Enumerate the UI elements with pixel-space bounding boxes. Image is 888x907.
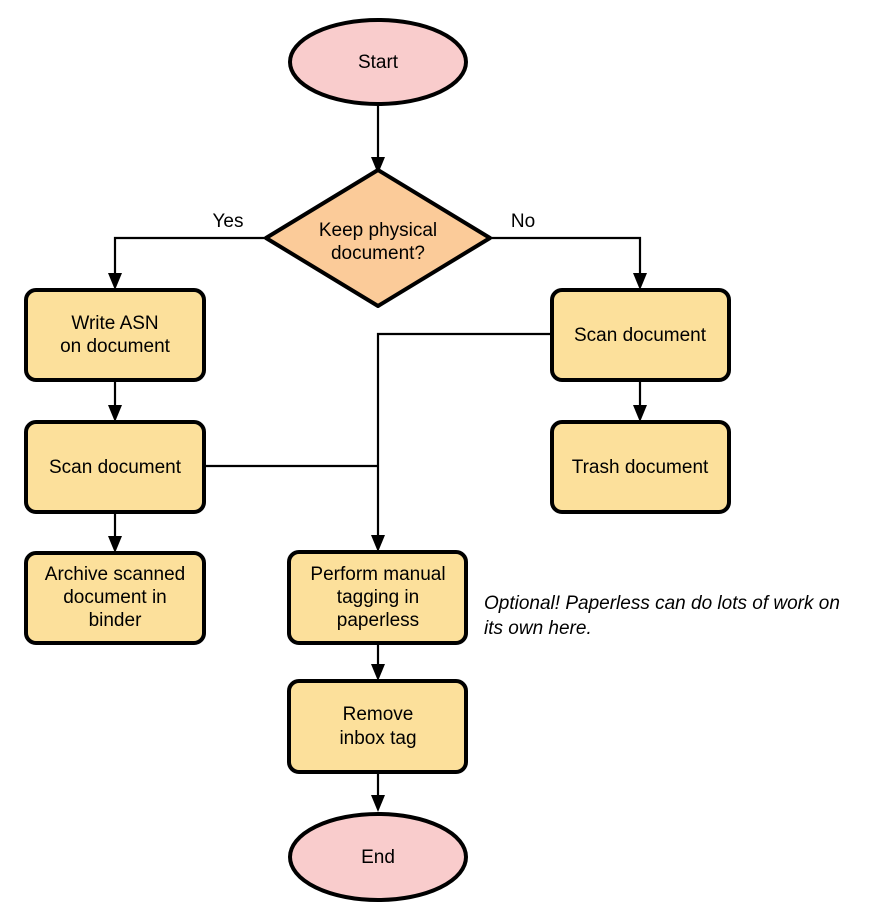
edge-scan-right-to-tagging [371,332,552,552]
trash-document-box [550,420,731,514]
edge-scan-left-to-archive [108,512,122,553]
trash-document-label: Trash document [572,457,709,478]
scan-document-left-label: Scan document [49,457,182,478]
archive-label-line2: document in [63,587,167,608]
write-asn-label-line1: Write ASN [71,313,158,334]
scan-document-left-box [24,420,206,514]
node-write-asn[interactable]: Write ASN on document [24,288,206,382]
write-asn-label-line2: on document [60,336,171,357]
arrowhead-remove-end [371,795,385,812]
decision-label-line1: Keep physical [319,220,437,241]
tagging-label-line3: paperless [337,610,419,631]
edge-decision-yes-to-write-asn [108,236,266,290]
decision-diamond [264,168,492,308]
arrowhead-start-decision [371,157,385,174]
archive-box [24,551,206,645]
archive-label-line3: binder [89,610,142,631]
node-perform-manual-tagging[interactable]: Perform manual tagging in paperless [287,550,468,645]
edge-line-scanright-tagging [376,332,552,541]
arrowhead-scanright-trash [633,405,647,422]
scan-document-right-label: Scan document [574,325,707,346]
arrowhead-yes [108,273,122,290]
tagging-label-line1: Perform manual [310,564,445,585]
start-label: Start [358,52,399,73]
edge-line-no [490,236,642,279]
edge-start-to-decision [371,104,385,174]
optional-note-line2: its own here. [484,618,592,639]
edge-remove-inbox-to-end [371,772,385,812]
write-asn-box [24,288,206,382]
node-decision-keep-physical-document[interactable]: Keep physical document? [264,168,492,308]
start-ellipse [288,18,468,106]
arrowhead-tagging-remove [371,664,385,681]
node-remove-inbox-tag[interactable]: Remove inbox tag [287,679,468,774]
remove-inbox-box [287,679,468,774]
end-label: End [361,847,395,868]
edge-line-yes [113,236,266,279]
edge-label-no: No [511,211,535,232]
arrowhead-no [633,273,647,290]
edge-tagging-to-remove-inbox [371,643,385,681]
decision-label-line2: document? [331,243,425,264]
node-end[interactable]: End [288,812,468,902]
arrowhead-scanleft-archive [108,536,122,553]
node-scan-document-left[interactable]: Scan document [24,420,206,514]
edge-label-yes: Yes [213,211,244,232]
remove-inbox-label-line1: Remove [343,704,414,725]
node-scan-document-right[interactable]: Scan document [550,288,731,382]
archive-label-line1: Archive scanned [45,564,185,585]
arrowhead-writeasn-scanleft [108,405,122,422]
node-archive-scanned-document[interactable]: Archive scanned document in binder [24,551,206,645]
edge-write-asn-to-scan-left [108,380,122,422]
node-trash-document[interactable]: Trash document [550,420,731,514]
annotation-optional-note: Optional! Paperless can do lots of work … [484,593,840,639]
optional-note-line1: Optional! Paperless can do lots of work … [484,593,840,614]
remove-inbox-label-line2: inbox tag [339,728,416,749]
tagging-box [287,550,468,645]
end-ellipse [288,812,468,902]
scan-document-right-box [550,288,731,382]
edge-decision-no-to-scan-right [490,236,647,290]
node-start[interactable]: Start [288,18,468,106]
tagging-label-line2: tagging in [337,587,419,608]
arrowhead-merge-tagging [371,535,385,552]
edge-scan-right-to-trash [633,380,647,422]
